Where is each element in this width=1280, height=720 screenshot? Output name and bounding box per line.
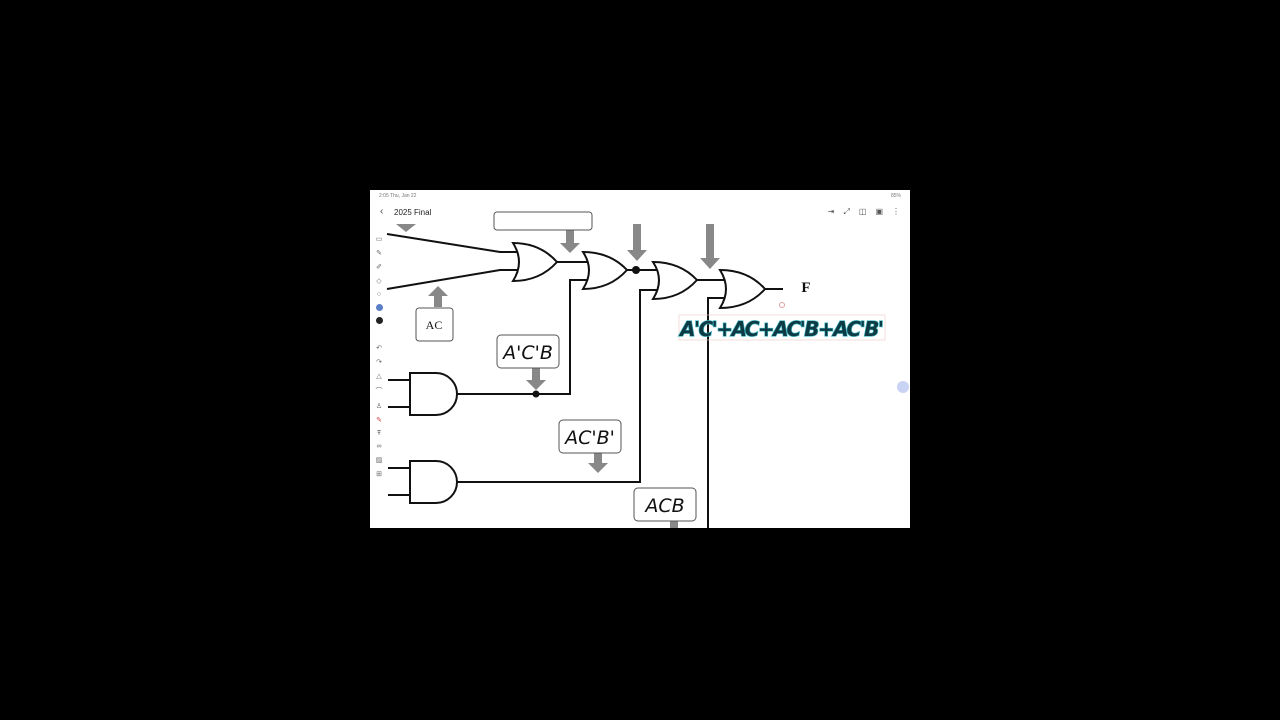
status-bar: 2:05 Thu, Jan 22 85% [370,190,910,202]
color-black-swatch[interactable] [375,317,383,324]
lasso-select-icon[interactable]: ⌒ [375,388,383,395]
redo-icon[interactable]: ↷ [376,359,382,366]
text-box-icon[interactable]: ▭ [375,236,383,243]
drawing-canvas[interactable]: AC A'C'B AC'B' ACB F A'C'+AC+AC'B+AC'B' [370,190,910,528]
status-time: 2:05 [379,193,389,199]
lasso-icon[interactable]: ○ [376,291,382,298]
eraser-icon[interactable]: ◇ [376,278,382,285]
split-view-icon[interactable]: ◫ [858,207,867,216]
arrow-down [627,224,647,261]
arrow-down [396,224,416,232]
and-gate [409,460,458,504]
text-icon[interactable]: Ŧ [376,430,382,437]
label-ac-prime-b: A'C'B [501,342,553,364]
floating-pen-button[interactable] [897,381,909,393]
partial-label-box [493,211,593,231]
or-gate [511,241,559,283]
red-pen-icon[interactable]: ✎ [376,417,382,424]
label-acb: ACB [643,495,684,517]
undo-icon[interactable]: ↶ [376,345,382,352]
arrow-up [428,286,448,307]
or-gate [718,268,767,310]
status-battery: 85% [890,193,901,199]
drawing-toolbar: ▭ ✎ ✐ ◇ ○ ↶ ↷ △ ⌒ ♙ ✎ Ŧ ∞ ▨ ⊞ [373,235,385,478]
color-blue-swatch[interactable] [375,304,383,311]
label-box-ac-prime-b-prime [558,419,622,454]
chevron-left-icon[interactable]: ‹ [380,206,384,217]
pen-icon[interactable]: ✎ [376,250,382,257]
junction-dot [632,266,640,274]
wire [707,297,727,528]
label-ac-prime-b-prime: AC'B' [563,427,615,449]
arrow-down [700,224,720,269]
label-ac: AC [426,318,443,332]
boolean-expression[interactable]: A'C'+AC+AC'B+AC'B' [677,316,884,341]
wire [386,233,518,253]
wire [386,269,518,290]
arrow-down [526,368,546,390]
highlighter-icon[interactable]: ✐ [376,264,382,271]
arrow-down [670,521,678,528]
rotate-handle[interactable] [779,302,785,308]
status-date: Thu, Jan 22 [390,193,417,199]
or-gate [581,250,629,291]
grid-icon[interactable]: ⊞ [376,471,382,478]
and-gate [409,372,458,416]
shape-icon[interactable]: △ [376,373,382,380]
title-bar: ‹ 2025 Final ⇥ ⤢ ◫ ▣ ⋮ [370,202,910,224]
output-label-f: F [801,280,810,296]
selection-box[interactable] [678,314,886,341]
stamp-icon[interactable]: ♙ [375,403,383,410]
label-box-ac [415,307,454,342]
label-box-acb [633,487,697,522]
image-icon[interactable]: ▨ [375,457,383,464]
wire [457,289,660,483]
wire [388,379,410,496]
link-icon[interactable]: ∞ [376,443,382,450]
enter-icon[interactable]: ⇥ [827,207,835,216]
arrow-down [560,230,580,253]
save-icon[interactable]: ▣ [875,207,883,216]
or-gate [651,260,699,301]
arrow-down [588,453,608,473]
label-box-ac-prime-b [496,334,560,369]
more-vert-icon[interactable]: ⋮ [892,207,900,216]
junction-dot [532,390,540,398]
tablet-screen: AC A'C'B AC'B' ACB F A'C'+AC+AC'B+AC'B' … [370,190,910,528]
expand-icon[interactable]: ⤢ [843,207,850,216]
page-title: 2025 Final [394,208,432,217]
wire [457,279,590,395]
